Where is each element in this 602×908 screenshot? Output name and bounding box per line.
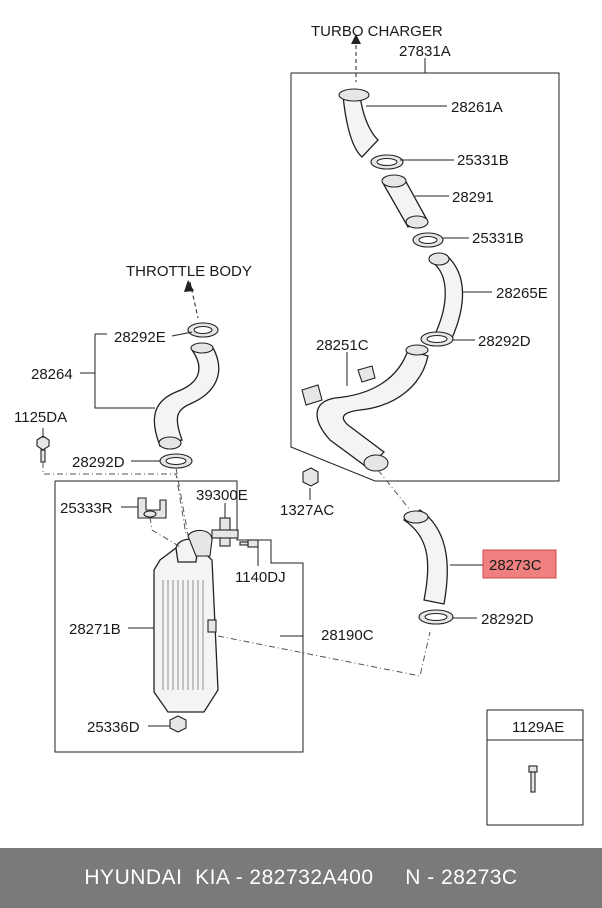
pipe-28251C bbox=[301, 344, 429, 472]
clamp-28292D-upper bbox=[420, 331, 454, 347]
clamp-28292E bbox=[187, 322, 219, 338]
label-28190C: 28190C bbox=[321, 627, 374, 644]
intercooler-group-frame bbox=[54, 480, 304, 753]
label-1140DJ: 1140DJ bbox=[235, 569, 286, 586]
label-25333R: 25333R bbox=[60, 500, 113, 517]
bracket-25333R bbox=[137, 497, 167, 519]
label-28251C: 28251C bbox=[316, 337, 369, 354]
label-25336D: 25336D bbox=[87, 719, 140, 736]
hose-28265E bbox=[428, 252, 464, 339]
clamp-25331B-bottom bbox=[412, 232, 444, 248]
label-28292D-lower-right: 28292D bbox=[481, 611, 534, 628]
arrow-to-turbo-icon bbox=[351, 34, 361, 44]
bolt-1125DA bbox=[36, 435, 50, 463]
label-1129AE: 1129AE bbox=[512, 719, 564, 736]
clamp-25331B-top bbox=[370, 154, 404, 170]
nut-1327AC bbox=[302, 467, 319, 487]
bolt-1129AE bbox=[528, 765, 538, 793]
label-27831A: 27831A bbox=[399, 43, 451, 60]
intercooler-28271B bbox=[153, 529, 219, 713]
hose-28264 bbox=[153, 342, 220, 450]
bolt-1140DJ bbox=[239, 539, 259, 548]
highlight-28273C bbox=[482, 549, 557, 579]
label-39300E: 39300E bbox=[196, 487, 248, 504]
label-28273C: 28273C bbox=[489, 557, 542, 574]
label-28264: 28264 bbox=[31, 366, 73, 383]
label-28271B: 28271B bbox=[69, 621, 121, 638]
label-28292E: 28292E bbox=[114, 329, 166, 346]
clamp-28292D-left bbox=[159, 453, 193, 469]
turbo-group-frame bbox=[290, 72, 560, 482]
clamp-28292D-lower-right bbox=[418, 609, 454, 625]
label-28291: 28291 bbox=[452, 189, 494, 206]
sensor-39300E bbox=[211, 517, 239, 547]
plug-25336D bbox=[169, 715, 187, 733]
label-turbo-charger: TURBO CHARGER bbox=[311, 23, 443, 40]
hose-28261A bbox=[338, 88, 379, 158]
label-28292D-upper: 28292D bbox=[478, 333, 531, 350]
label-28292D-left: 28292D bbox=[72, 454, 125, 471]
label-25331B-top: 25331B bbox=[457, 152, 509, 169]
label-1125DA: 1125DA bbox=[14, 409, 67, 426]
part-number-footer: HYUNDAI KIA - 282732A400 N - 28273C bbox=[0, 848, 602, 908]
pipe-28291 bbox=[381, 174, 429, 229]
label-throttle-body: THROTTLE BODY bbox=[126, 263, 252, 280]
parts-diagram: TURBO CHARGER 27831A 28261A 25331B 28291… bbox=[14, 23, 584, 826]
arrow-to-throttle-icon bbox=[184, 280, 194, 292]
label-1327AC: 1327AC bbox=[280, 502, 334, 519]
hardware-box bbox=[486, 709, 584, 826]
label-28261A: 28261A bbox=[451, 99, 503, 116]
hose-28273C bbox=[402, 509, 448, 605]
label-28265E: 28265E bbox=[496, 285, 548, 302]
label-25331B-bottom: 25331B bbox=[472, 230, 524, 247]
